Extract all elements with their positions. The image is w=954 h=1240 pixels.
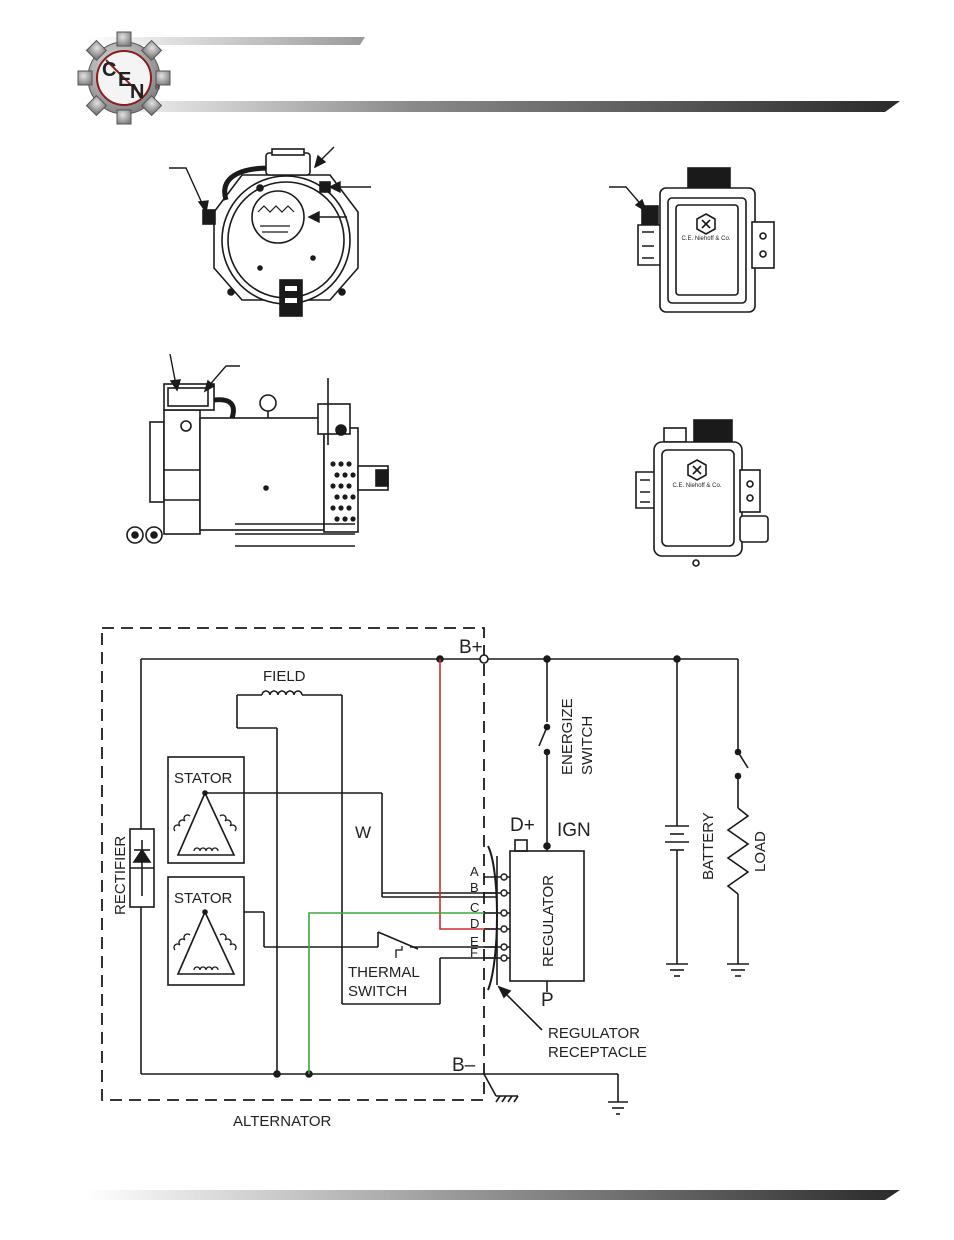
regulator-brand-text-2: C.E. Niehoff & Co. (673, 483, 722, 489)
d-plus-label: D+ (510, 815, 535, 836)
vent-hole (342, 516, 347, 521)
pin-label-a: A (470, 864, 479, 879)
vent-hole (350, 494, 355, 499)
header: C E N ® (78, 32, 900, 124)
wiring-diagram (102, 628, 749, 1114)
rectifier-label: RECTIFIER (112, 836, 129, 915)
logo-letter-c: C (102, 59, 116, 81)
energize-switch-label-1: ENERGIZE (559, 698, 576, 775)
wire-d-red (440, 659, 497, 929)
b-minus-label: B– (452, 1055, 476, 1076)
stator-bottom-label: STATOR (174, 890, 233, 907)
pin-socket-b (501, 890, 507, 896)
pin-socket-c (501, 910, 507, 916)
alternator-end-view (203, 149, 358, 316)
field-label: FIELD (263, 668, 306, 685)
vent-hole (338, 505, 343, 510)
w-label: W (355, 823, 371, 842)
vent-hole (330, 461, 335, 466)
vent-hole (350, 516, 355, 521)
regulator-receptacle-label-2: RECEPTACLE (548, 1044, 647, 1061)
thermal-switch-label-2: SWITCH (348, 983, 407, 1000)
vent-hole (342, 472, 347, 477)
vent-hole (334, 472, 339, 477)
vent-hole (330, 483, 335, 488)
energize-switch-label-2: SWITCH (579, 716, 596, 775)
battery-label: BATTERY (700, 812, 717, 880)
cen-logo: C E N ® (78, 32, 170, 124)
vent-hole (346, 461, 351, 466)
vent-hole (334, 516, 339, 521)
b-plus-label: B+ (459, 637, 483, 658)
pin-label-c: C (470, 900, 479, 915)
pin-socket-e (501, 944, 507, 950)
alternator-label: ALTERNATOR (233, 1113, 332, 1130)
pin-socket-d (501, 926, 507, 932)
regulator-brand-text: C.E. Niehoff & Co. (682, 236, 731, 242)
regulator-front-view: C.E. Niehoff & Co. (638, 168, 774, 312)
vent-hole (338, 461, 343, 466)
regulator-receptacle-label-1: REGULATOR (548, 1025, 640, 1042)
header-bar (85, 101, 900, 112)
logo-registered-mark: ® (155, 84, 161, 92)
pin-label-d: D (470, 916, 479, 931)
vent-hole (350, 472, 355, 477)
p-label: P (541, 990, 554, 1011)
alternator-boundary (102, 628, 484, 1100)
vent-hole (342, 494, 347, 499)
regulator-label: REGULATOR (540, 875, 557, 967)
stator-top-label: STATOR (174, 770, 233, 787)
vent-hole (346, 483, 351, 488)
thermal-switch-label-1: THERMAL (348, 964, 420, 981)
footer-bar (85, 1190, 900, 1200)
colored-wires (309, 659, 497, 1074)
pin-label-f: F (470, 945, 478, 960)
load-label: LOAD (752, 831, 769, 872)
vent-hole (338, 483, 343, 488)
vent-hole (334, 494, 339, 499)
pin-socket-f (501, 955, 507, 961)
logo-letter-n: N (130, 81, 144, 103)
vent-hole (346, 505, 351, 510)
ign-label: IGN (557, 820, 591, 841)
vent-hole (330, 505, 335, 510)
pin-socket-a (501, 874, 507, 880)
regulator-angled-view: C.E. Niehoff & Co. (636, 420, 768, 566)
regulator-view-callout (609, 187, 646, 211)
pin-label-b: B (470, 880, 479, 895)
